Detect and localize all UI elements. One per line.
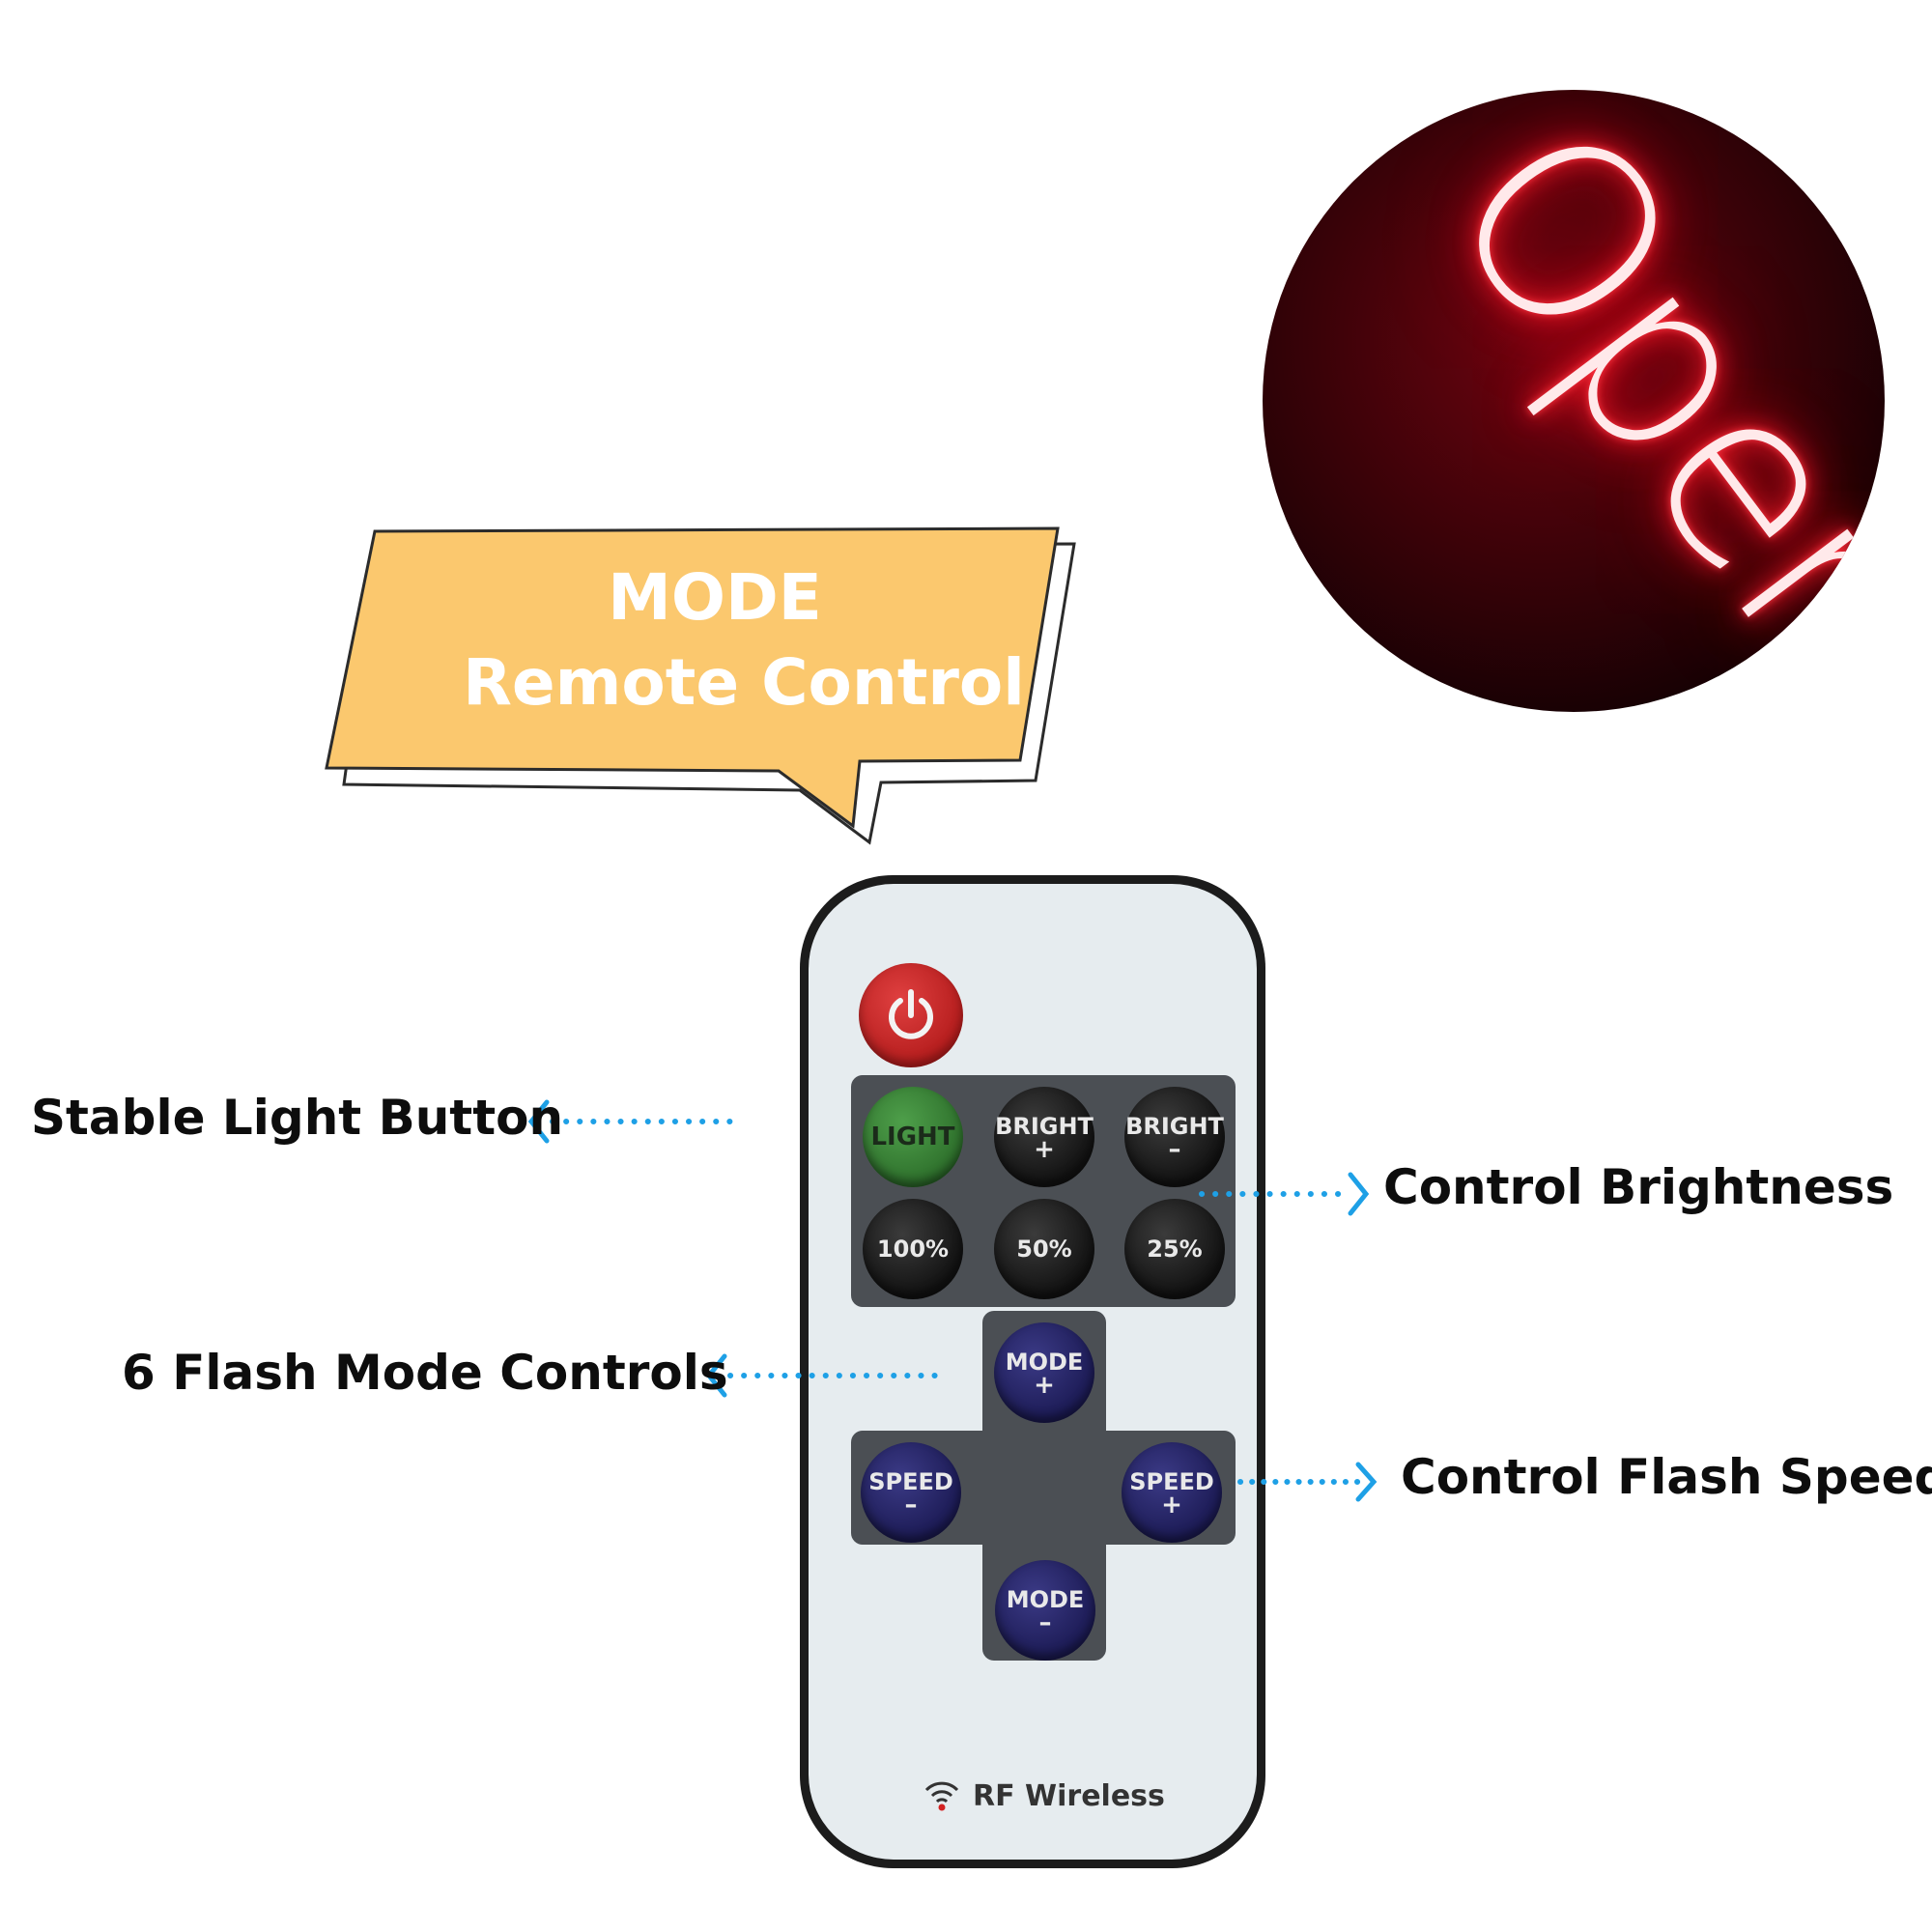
banner-subtitle: Remote Control — [463, 645, 1025, 720]
remote-face: LIGHT BRIGHT + BRIGHT – 100% 50% 25% MOD… — [809, 884, 1257, 1860]
brightness-100-button[interactable]: 100% — [863, 1199, 963, 1299]
callout-flash-speed: Control Flash Speed — [1401, 1449, 1932, 1505]
callout-control-brightness: Control Brightness — [1383, 1159, 1894, 1215]
wireless-icon — [924, 1781, 959, 1811]
power-icon — [889, 989, 933, 1039]
brightness-25-button[interactable]: 25% — [1124, 1199, 1225, 1299]
speed-plus-label: SPEED — [1129, 1468, 1214, 1495]
power-button[interactable] — [859, 963, 963, 1067]
bright-plus-sign: + — [1034, 1135, 1055, 1164]
light-button-label: LIGHT — [870, 1122, 955, 1151]
remote-control: LIGHT BRIGHT + BRIGHT – 100% 50% 25% MOD… — [800, 875, 1265, 1868]
bright-minus-sign: – — [1168, 1135, 1181, 1164]
speed-plus-button[interactable]: SPEED + — [1122, 1442, 1222, 1543]
neon-sign-photo: Open — [1263, 90, 1885, 712]
mode-plus-sign: + — [1034, 1371, 1055, 1400]
bright-minus-label: BRIGHT — [1125, 1113, 1224, 1140]
brightness-50-button[interactable]: 50% — [994, 1199, 1094, 1299]
brightness-50-label: 50% — [1016, 1236, 1072, 1263]
speed-minus-sign: – — [904, 1491, 918, 1520]
callout-stable-light: Stable Light Button — [31, 1090, 564, 1146]
speed-plus-sign: + — [1161, 1491, 1182, 1520]
mode-plus-button[interactable]: MODE + — [994, 1322, 1094, 1423]
rf-wireless-label: RF Wireless — [973, 1779, 1165, 1813]
mode-minus-label: MODE — [1006, 1586, 1085, 1613]
speed-minus-button[interactable]: SPEED – — [861, 1442, 961, 1543]
brightness-100-label: 100% — [876, 1236, 950, 1263]
mode-plus-label: MODE — [1005, 1349, 1084, 1376]
brightness-25-label: 25% — [1147, 1236, 1203, 1263]
bright-plus-button[interactable]: BRIGHT + — [994, 1087, 1094, 1187]
speed-minus-label: SPEED — [868, 1468, 953, 1495]
mode-minus-button[interactable]: MODE – — [995, 1560, 1095, 1661]
mode-minus-sign: – — [1038, 1608, 1052, 1637]
callout-flash-modes: 6 Flash Mode Controls — [122, 1345, 728, 1401]
bright-minus-button[interactable]: BRIGHT – — [1124, 1087, 1225, 1187]
light-button[interactable]: LIGHT — [863, 1087, 963, 1187]
banner-title: MODE — [608, 560, 822, 635]
bright-plus-label: BRIGHT — [995, 1113, 1094, 1140]
